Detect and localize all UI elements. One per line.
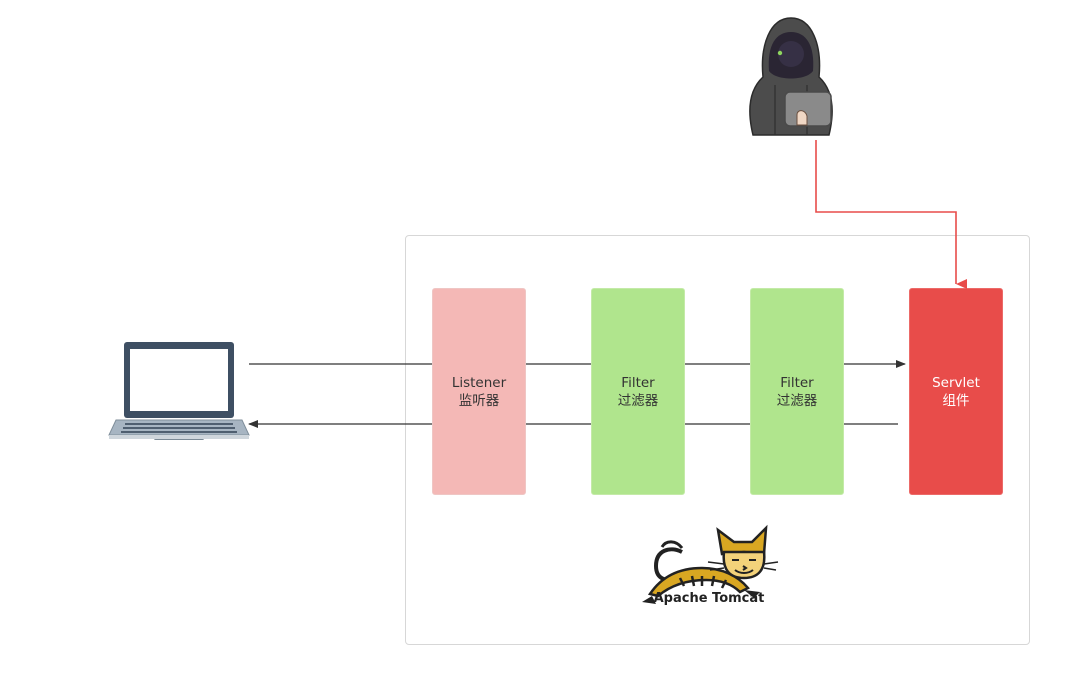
listener-block: Listener 监听器 <box>432 288 526 495</box>
servlet-name: Servlet <box>932 374 980 391</box>
hooded-hacker-icon <box>749 17 833 136</box>
filter-1-name: Filter <box>621 374 655 391</box>
tomcat-cat-icon <box>642 524 779 604</box>
servlet-block: Servlet 组件 <box>909 288 1003 495</box>
tomcat-logo-text: Apache Tomcat <box>653 591 765 606</box>
laptop-icon <box>108 342 250 440</box>
listener-name: Listener <box>451 374 507 391</box>
servlet-subtitle: 组件 <box>942 392 970 409</box>
hacker-laptop-icon <box>784 91 832 127</box>
keyboard-icon <box>121 423 237 433</box>
filter-block-2: Filter 过滤器 <box>750 288 844 495</box>
filter-1-subtitle: 过滤器 <box>617 392 659 409</box>
filter-2-name: Filter <box>780 374 814 391</box>
listener-subtitle: 监听器 <box>458 392 500 409</box>
filter-block-1: Filter 过滤器 <box>591 288 685 495</box>
filter-2-subtitle: 过滤器 <box>776 392 818 409</box>
